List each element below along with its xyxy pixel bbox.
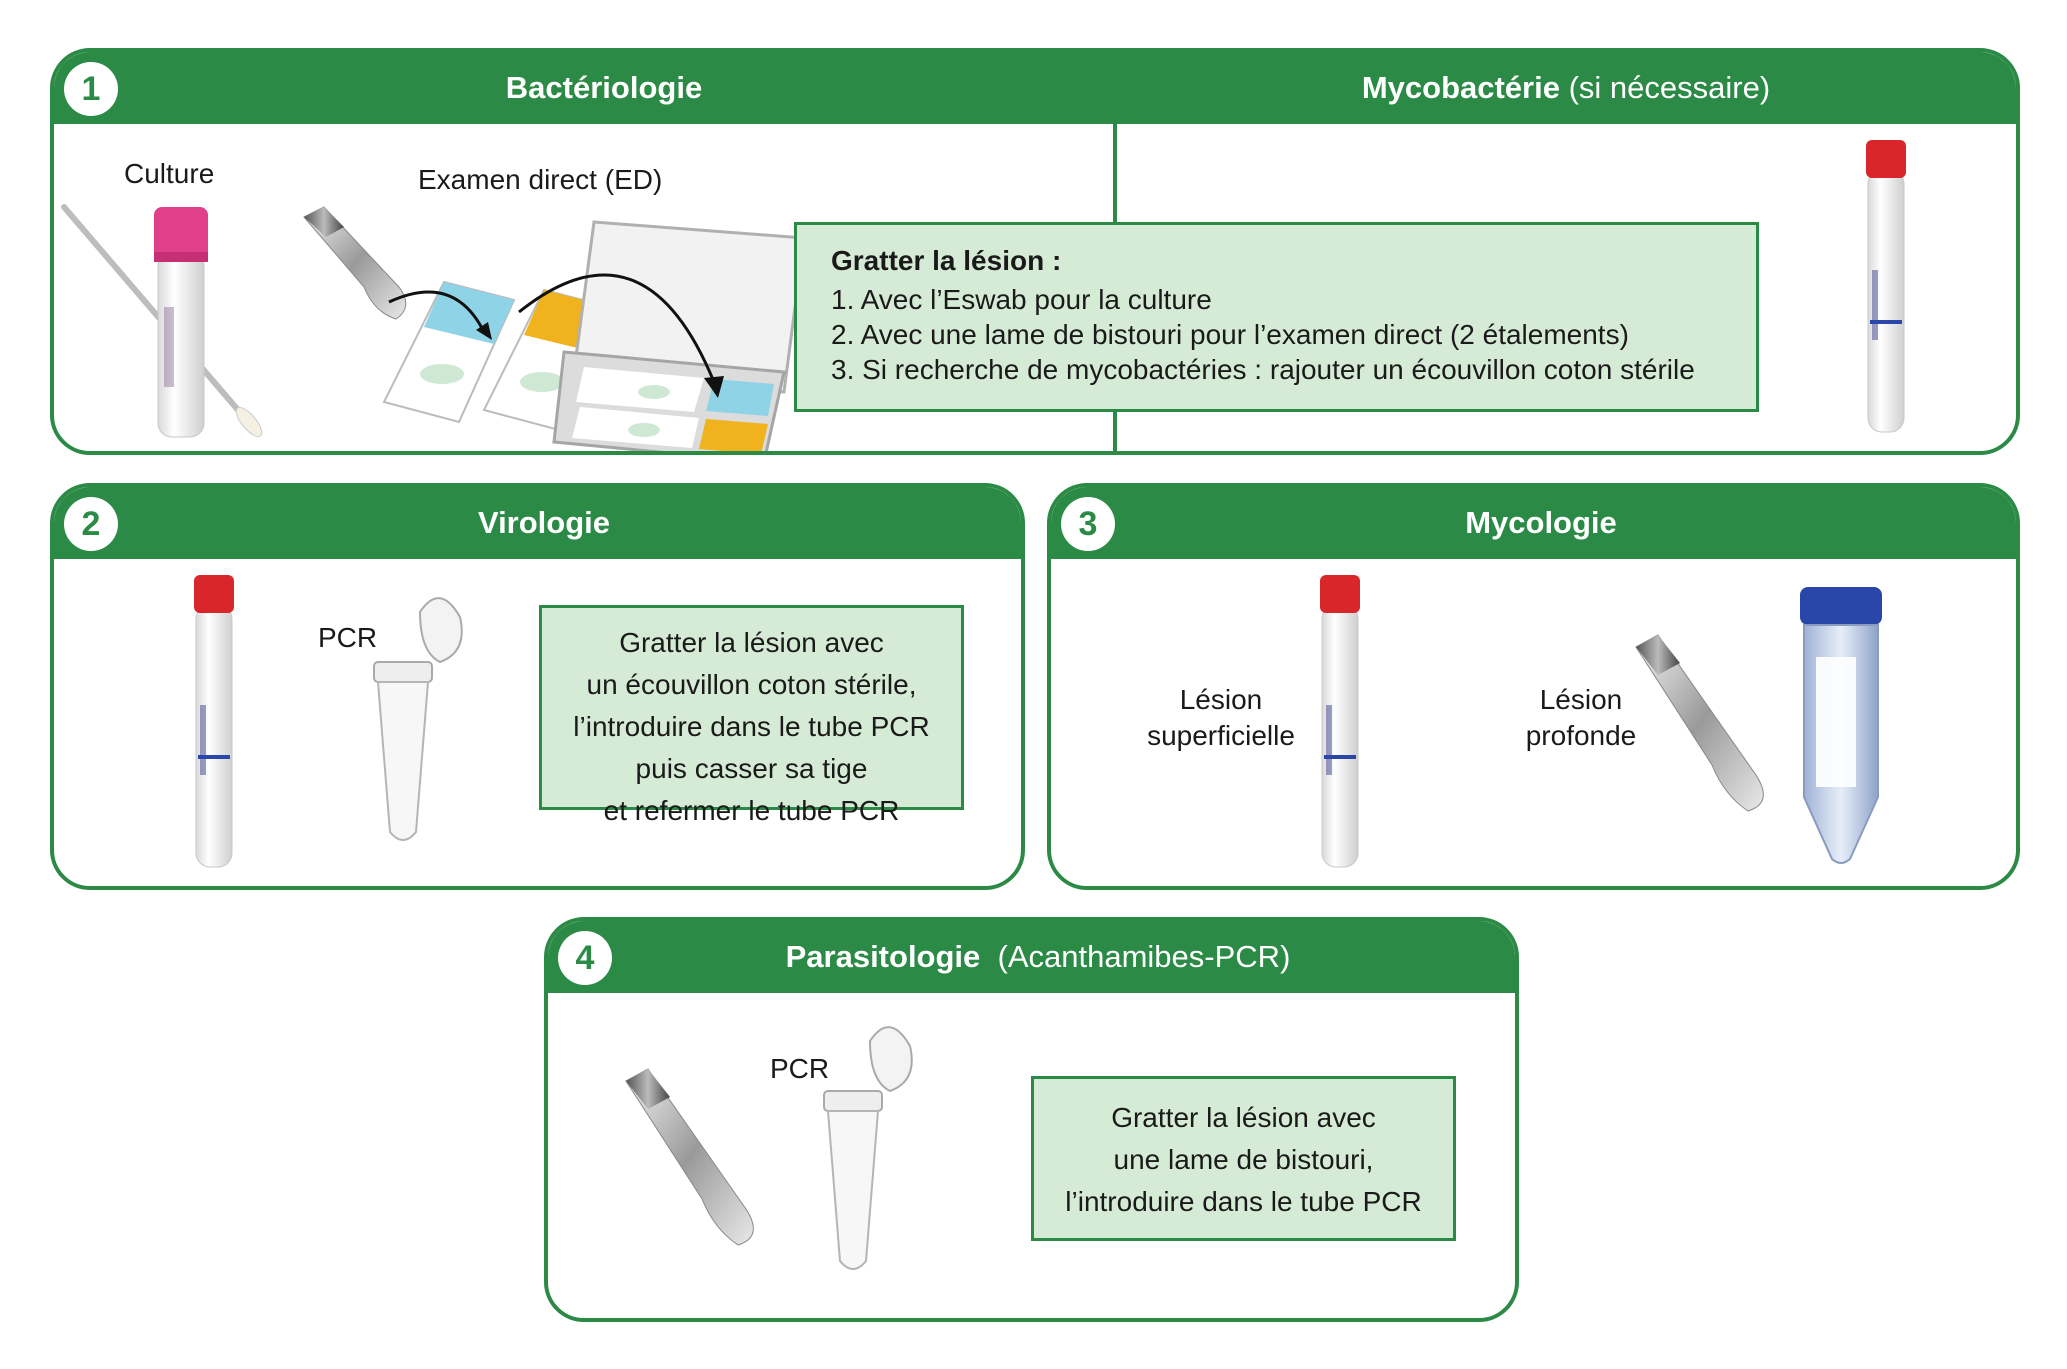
step-number-1: 1 (64, 62, 118, 116)
conical-tube-icon (1800, 587, 1882, 864)
mycology-title: Mycologie (1465, 505, 1617, 540)
note-line-3: 3. Si recherche de mycobactéries : rajou… (831, 354, 1695, 385)
virology-instructions-note: Gratter la lésion avec un écouvillon cot… (539, 605, 964, 826)
panel-virology: 2 Virologie PCR Gratter la lésion avec u… (50, 483, 1025, 890)
bacteriology-title: Bactériologie (505, 70, 703, 105)
panel-bacteriology: 1 Bactériologie Mycobactérie (si nécessa… (50, 48, 2020, 455)
note-line-2: 2. Avec une lame de bistouri pour l’exam… (831, 319, 1629, 350)
parasitology-note-line-1: Gratter la lésion avec (1111, 1102, 1376, 1133)
slide-box-icon (552, 220, 806, 451)
transfer-arrow-2 (518, 273, 724, 398)
panel-1-header (54, 52, 2016, 124)
red-cap-swab-tube-icon (1320, 575, 1360, 868)
virology-note-line-3: l’introduire dans le tube PCR (573, 711, 930, 742)
panel-parasitology: 4 Parasitologie (Acanthamibes-PCR) PCR G… (544, 917, 1519, 1322)
panel-3-header (1051, 487, 2016, 559)
step-number-2: 2 (64, 497, 118, 551)
red-cap-swab-tube-icon (194, 575, 234, 868)
parasitology-title: Parasitologie (Acanthamibes-PCR) (785, 939, 1291, 974)
panel-4-header (548, 921, 1515, 993)
scrape-instructions-note: Gratter la lésion : 1. Avec l’Eswab pour… (794, 222, 1759, 412)
mycobacteria-title: Mycobactérie (si nécessaire) (1361, 70, 1771, 105)
direct-exam-label: Examen direct (ED) (418, 164, 663, 195)
virology-note-line-5: et refermer le tube PCR (603, 795, 900, 826)
panel-2-header (54, 487, 1021, 559)
scalpel-icon (1635, 634, 1764, 812)
pcr-label: PCR (318, 622, 378, 653)
scalpel-icon (303, 206, 407, 320)
step-number-4: 4 (558, 931, 612, 985)
slide-blue-icon (382, 280, 516, 424)
note-line-1: 1. Avec l’Eswab pour la culture (831, 284, 1212, 315)
transfer-arrow-1 (388, 290, 492, 340)
virology-note-line-1: Gratter la lésion avec (619, 627, 884, 658)
scalpel-icon (625, 1068, 754, 1246)
parasitology-note-line-3: l’introduire dans le tube PCR (1065, 1186, 1422, 1217)
culture-label: Culture (124, 158, 215, 189)
virology-title: Virologie (477, 505, 611, 540)
virology-note-line-4: puis casser sa tige (635, 753, 868, 784)
red-cap-swab-tube-icon (1866, 140, 1906, 433)
virology-note-line-2: un écouvillon coton stérile, (586, 669, 917, 700)
pcr-tube-icon (823, 1026, 913, 1270)
parasitology-instructions-note: Gratter la lésion avec une lame de bisto… (1031, 1076, 1456, 1241)
pcr-label: PCR (770, 1053, 830, 1084)
eswab-tube-icon (61, 204, 263, 438)
step-number-3: 3 (1061, 497, 1115, 551)
pcr-tube-icon (373, 597, 463, 841)
note-heading: Gratter la lésion : (831, 245, 1062, 276)
parasitology-note-line-2: une lame de bistouri, (1113, 1144, 1374, 1175)
